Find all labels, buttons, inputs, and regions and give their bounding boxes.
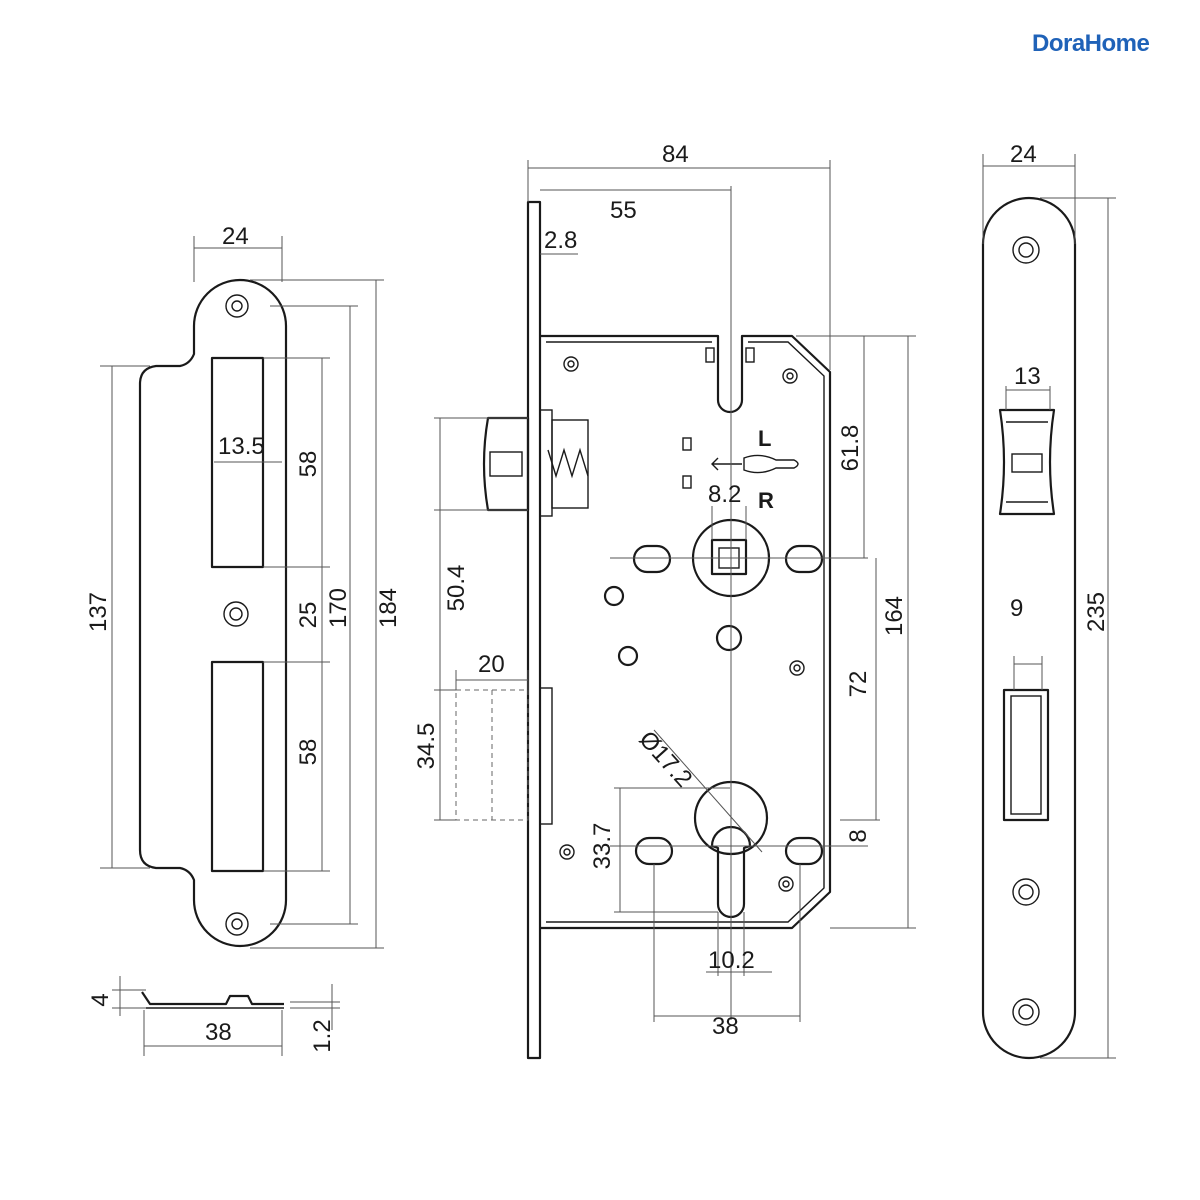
backset-label: 55 — [610, 197, 637, 224]
euro-cylinder-cutout — [710, 825, 752, 919]
deadbolt-throw-label: 20 — [478, 651, 505, 678]
case-screw-mid-right — [789, 660, 805, 676]
faceplate-screw-hole-mid — [1012, 878, 1040, 906]
cylinder-slot-left — [634, 836, 674, 866]
hand-left-label: L — [758, 426, 771, 451]
case-hole-c — [715, 624, 743, 652]
follower-slot-right — [784, 544, 824, 574]
brand-logo: DoraHome — [1032, 30, 1150, 57]
strike-screw-hole-bottom-inner — [231, 918, 243, 930]
strike-screw-hole-middle — [223, 601, 249, 627]
faceplate-thickness-label: 2.8 — [544, 227, 577, 254]
lock-faceplate-strip — [526, 200, 542, 1060]
faceplate-latch-window — [998, 408, 1056, 516]
case-screw-top-right — [782, 368, 798, 384]
strike-hole-span-label: 170 — [325, 588, 352, 628]
strike-section-thickness-label: 1.2 — [309, 1019, 336, 1052]
strike-screw-hole-top-inner — [231, 300, 243, 312]
cylinder-slot-right — [784, 836, 824, 866]
follower-slot-left — [632, 544, 672, 574]
lock-depth-label: 84 — [662, 141, 689, 168]
latch-spring — [547, 447, 589, 479]
deadbolt-window-width-label: 9 — [1010, 595, 1023, 622]
lock-body: L R 84 55 2.8 — [413, 141, 916, 1060]
top-to-spindle-label: 61.8 — [837, 425, 864, 472]
handing-switch-icon — [711, 454, 799, 474]
strike-span-label: 137 — [85, 592, 112, 632]
deadbolt-height-label: 34.5 — [413, 723, 440, 770]
case-hole-b — [617, 645, 639, 667]
cylinder-height-label: 33.7 — [589, 823, 616, 870]
strike-plate-outline — [138, 278, 288, 948]
faceplate-width-label: 24 — [1010, 141, 1037, 168]
cylinder-offset-label: 8 — [845, 829, 872, 842]
strike-section-profile — [141, 991, 284, 1006]
cylinder-diameter-label: Ø17.2 — [634, 726, 698, 793]
faceplate-screw-hole-top — [1012, 236, 1040, 264]
case-screw-bottom-left — [559, 844, 575, 860]
strike-screw-hole-top — [225, 294, 249, 318]
strike-plate: 24 13.5 58 25 58 170 184 137 — [85, 223, 402, 949]
lock-faceplate: 24 13 9 235 — [981, 141, 1116, 1060]
faceplate-deadbolt-window — [1002, 688, 1050, 822]
strike-screw-hole-bottom — [225, 912, 249, 936]
case-hole-a — [603, 585, 625, 607]
hand-right-label: R — [758, 488, 774, 513]
strike-slot-height-top-label: 58 — [295, 451, 322, 478]
strike-slot-height-bottom-label: 58 — [295, 739, 322, 766]
latch-window-width-label: 13 — [1014, 363, 1041, 390]
spindle-square — [710, 538, 748, 576]
case-screw-top-left — [563, 356, 579, 372]
case-screw-bottom-right — [778, 876, 794, 892]
centre-distance-label: 72 — [845, 671, 872, 698]
strike-width-label: 24 — [222, 223, 249, 250]
body-height-label: 164 — [881, 596, 908, 636]
latch-to-deadbolt-label: 50.4 — [443, 565, 470, 612]
faceplate-length-label: 235 — [1083, 592, 1110, 632]
faceplate-outline — [981, 196, 1077, 1060]
strike-screw-hole-middle-inner — [229, 607, 243, 621]
strike-slot-gap-label: 25 — [295, 602, 322, 629]
lock-case-outline — [540, 334, 832, 930]
strike-slot-width-label: 13.5 — [218, 433, 265, 460]
strike-section-lip-label: 4 — [87, 993, 114, 1006]
spindle-square-label: 8.2 — [708, 481, 741, 508]
cylinder-width-label: 10.2 — [708, 947, 755, 974]
cylinder-hole-spacing-label: 38 — [712, 1013, 739, 1040]
strike-slot-bottom — [210, 660, 265, 873]
faceplate-screw-hole-bottom — [1012, 998, 1040, 1026]
strike-height-label: 184 — [375, 588, 402, 628]
strike-section-length-label: 38 — [205, 1019, 232, 1046]
strike-section: 4 38 1.2 — [87, 976, 340, 1056]
